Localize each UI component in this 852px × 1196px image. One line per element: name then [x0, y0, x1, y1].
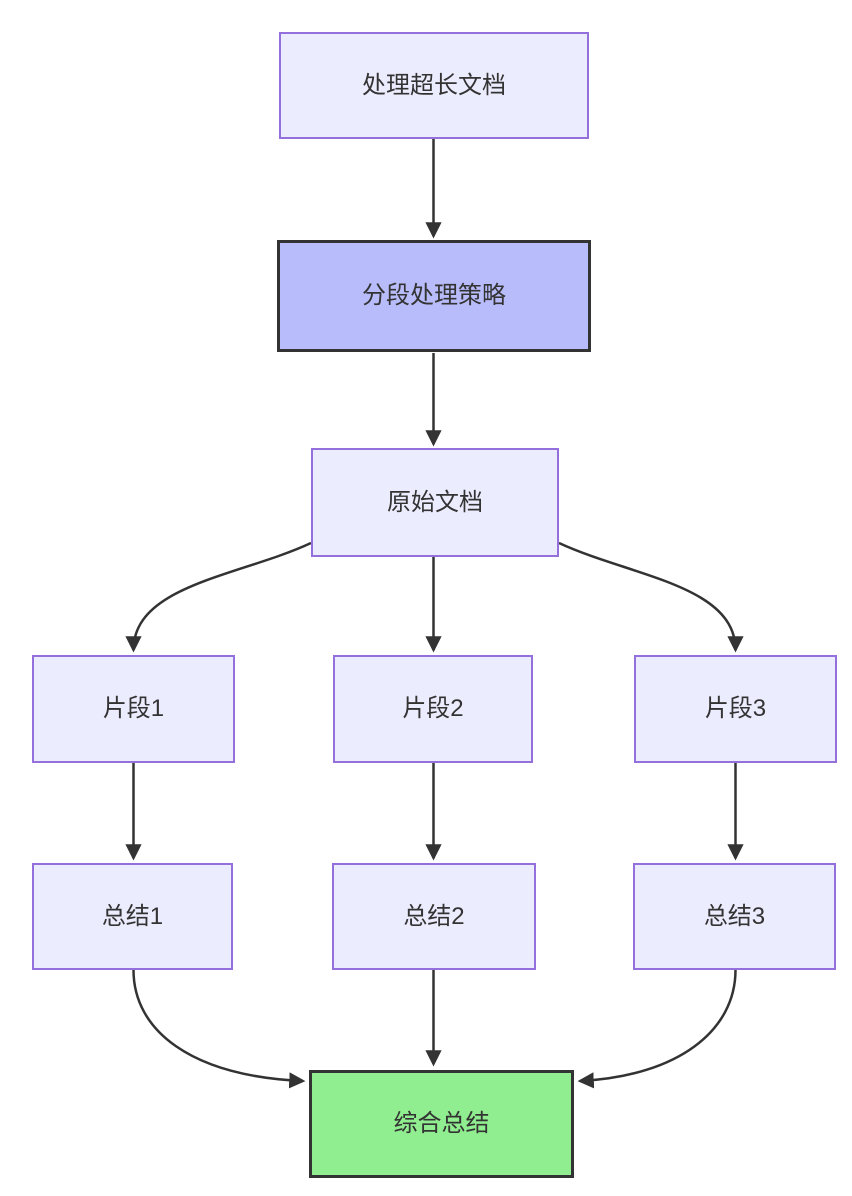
node-summary-1: 总结1 — [32, 863, 233, 970]
node-fragment-1: 片段1 — [32, 655, 235, 763]
node-summary-2-label: 总结2 — [403, 902, 465, 930]
edge-e1-to-f — [132, 969, 306, 1089]
node-fragment-2-label: 片段2 — [402, 695, 464, 723]
edge-e3-to-f — [577, 969, 737, 1089]
node-combined-summary-label: 综合总结 — [393, 1110, 490, 1138]
node-original-doc: 原始文档 — [311, 448, 559, 557]
node-summary-2: 总结2 — [332, 863, 536, 970]
node-fragment-1-label: 片段1 — [102, 695, 165, 723]
node-summary-3-label: 总结3 — [703, 902, 766, 930]
node-summary-3: 总结3 — [633, 863, 836, 970]
node-original-doc-label: 原始文档 — [387, 488, 483, 516]
node-segmentation-strategy: 分段处理策略 — [277, 240, 591, 352]
node-fragment-3-label: 片段3 — [704, 695, 767, 723]
node-fragment-3: 片段3 — [634, 655, 837, 763]
node-fragment-2: 片段2 — [333, 655, 533, 763]
edge-c-to-d3 — [558, 541, 744, 653]
node-process-long-doc: 处理超长文档 — [279, 32, 589, 139]
edge-c-to-d1 — [125, 541, 312, 653]
node-segmentation-strategy-label: 分段处理策略 — [362, 282, 506, 310]
node-combined-summary: 综合总结 — [309, 1070, 574, 1178]
node-process-long-doc-label: 处理超长文档 — [362, 71, 506, 99]
node-summary-1-label: 总结1 — [101, 902, 164, 930]
